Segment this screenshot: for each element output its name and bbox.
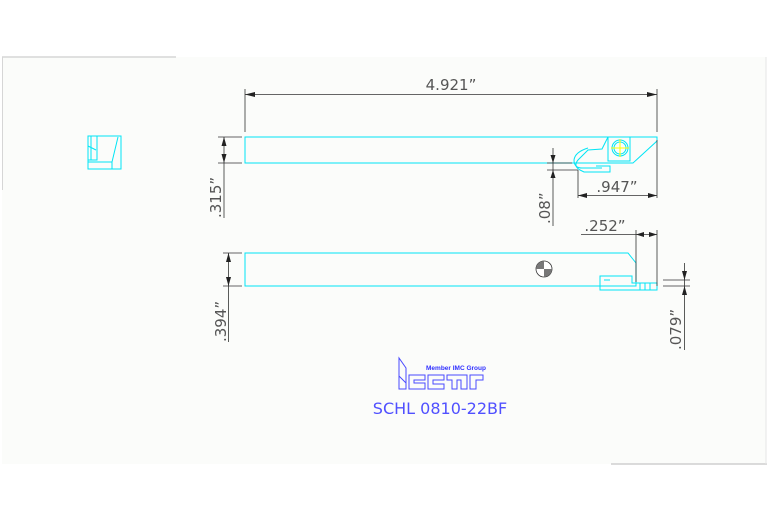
- dim-label-insert-height: .079”: [667, 309, 685, 350]
- logo-tagline: Member IMC Group: [426, 365, 486, 372]
- insert-centerline: [611, 139, 629, 157]
- center-of-gravity-icon: [535, 260, 553, 278]
- dimension-insert-height: .079”: [663, 263, 690, 350]
- dimension-offset: .08”: [536, 148, 578, 226]
- dimension-overall-length: 4.921”: [244, 76, 658, 132]
- dimension-head-width: .252”: [581, 217, 658, 286]
- dim-label-head-width: .252”: [584, 217, 625, 235]
- dim-label-head-length: .947”: [596, 178, 637, 196]
- dim-label-overall-length: 4.921”: [426, 76, 477, 94]
- iscar-logo: [398, 356, 484, 390]
- dimension-head-length: .947”: [577, 140, 658, 198]
- drawing-area: [2, 57, 766, 464]
- dim-label-shank-height-top: .315”: [207, 177, 225, 218]
- part-number: SCHL 0810-22BF: [373, 399, 507, 418]
- end-view: [87, 135, 122, 170]
- dim-label-shank-height-side: .394”: [212, 301, 230, 342]
- dimension-shank-height-top: .315”: [207, 136, 242, 218]
- dimension-shank-height-side: .394”: [212, 252, 242, 342]
- dim-label-offset: .08”: [536, 192, 554, 224]
